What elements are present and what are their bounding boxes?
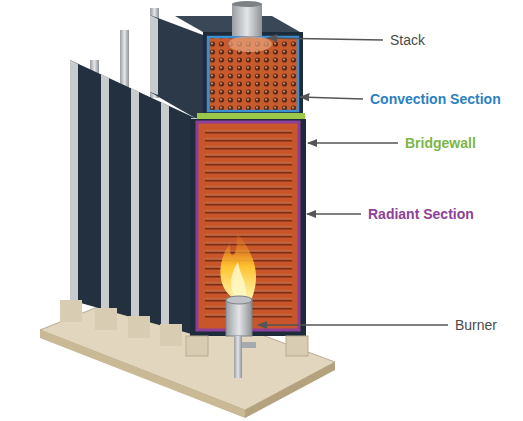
- steel-column: [70, 60, 78, 302]
- slab-side: [245, 362, 335, 418]
- burner-tip: [226, 296, 252, 304]
- rear-stack-pipe: [150, 8, 159, 98]
- leader-arrow: [258, 324, 448, 326]
- steel-column: [131, 88, 139, 318]
- leader-arrow: [307, 213, 361, 215]
- part-label: Burner: [455, 317, 497, 333]
- leader-arrow: [268, 38, 383, 40]
- leader-arrow: [308, 142, 398, 144]
- part-label: Stack: [390, 32, 425, 48]
- pier: [95, 308, 117, 330]
- convection-outlet: [228, 36, 272, 52]
- radiant-firebox: [197, 122, 299, 330]
- bridgewall-band: [197, 113, 305, 119]
- burner-body: [226, 300, 252, 336]
- part-label: Bridgewall: [405, 135, 476, 151]
- pier: [128, 316, 150, 338]
- radiant-tubes: [205, 132, 292, 316]
- pier: [286, 336, 308, 356]
- tube-highlights: [205, 131, 292, 315]
- part-label: Radiant Section: [368, 206, 474, 222]
- pier: [186, 336, 208, 356]
- fuel-pipe-branch: [242, 342, 256, 348]
- burner: [226, 296, 256, 378]
- stack-top: [232, 1, 262, 7]
- pier: [60, 300, 82, 322]
- steel-column: [150, 15, 158, 95]
- burner-flame: [220, 232, 256, 300]
- fuel-pipe: [234, 336, 242, 378]
- convection-side-panel: [150, 15, 203, 118]
- slab-front: [40, 330, 245, 418]
- flame-core: [231, 262, 246, 300]
- steel-column: [161, 102, 169, 327]
- side-wall: [60, 15, 203, 346]
- steel-column: [101, 74, 109, 310]
- leader-arrows: [258, 38, 448, 325]
- flame: [220, 232, 256, 300]
- stack-pipe: [232, 4, 262, 36]
- pier: [160, 324, 182, 346]
- part-label: Convection Section: [370, 91, 501, 107]
- stack: [232, 1, 262, 36]
- convection-casing: [203, 32, 303, 116]
- convection-tube-bank: [208, 37, 298, 111]
- radiant-casing: [190, 119, 306, 336]
- leader-arrow: [300, 97, 363, 99]
- radiant-section: [190, 119, 306, 336]
